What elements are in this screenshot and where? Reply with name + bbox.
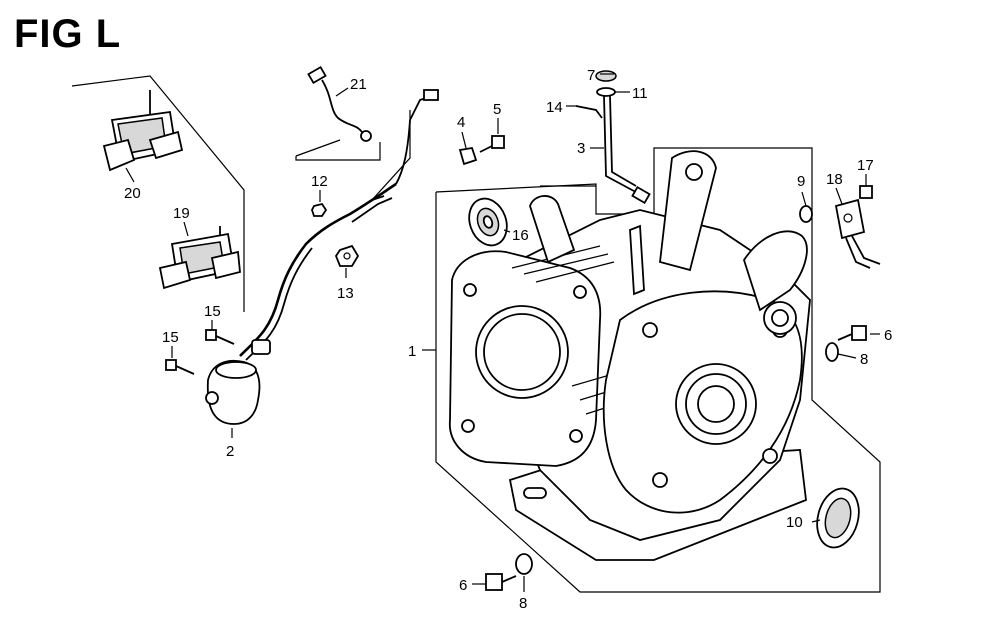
clamp-bolt xyxy=(479,135,505,153)
callout-20: 20 xyxy=(124,185,141,202)
oil-sensor xyxy=(205,89,439,425)
callout-3: 3 xyxy=(577,140,585,157)
callout-4: 4 xyxy=(457,114,465,131)
callout-17: 17 xyxy=(857,157,874,174)
callout-21: 21 xyxy=(350,76,367,93)
bolt-sensor-upper xyxy=(205,329,235,345)
engine-mount-lower xyxy=(158,226,241,290)
nut-flange xyxy=(334,244,360,267)
washer-right xyxy=(825,342,839,362)
bolt-right xyxy=(837,325,867,341)
wire-harness xyxy=(307,65,372,142)
plug xyxy=(799,205,813,223)
dipstick xyxy=(603,95,651,205)
crankcase xyxy=(449,150,811,561)
sensor-bracket xyxy=(834,198,881,269)
callout-8-bottom: 8 xyxy=(519,595,527,612)
callout-6-bottom: 6 xyxy=(459,577,467,594)
callout-19: 19 xyxy=(173,205,190,222)
bearing xyxy=(468,197,508,247)
callout-2: 2 xyxy=(226,443,234,460)
callout-13: 13 xyxy=(337,285,354,302)
dipstick-o-ring xyxy=(596,87,616,97)
wire-clamp xyxy=(458,146,478,166)
leader-lines xyxy=(125,73,880,592)
callout-7: 7 xyxy=(587,67,595,84)
callout-14: 14 xyxy=(546,99,563,116)
washer-bottom xyxy=(515,553,533,575)
engine-mount-upper xyxy=(102,90,184,172)
callout-5: 5 xyxy=(493,101,501,118)
callout-10: 10 xyxy=(786,514,803,531)
dipstick-clip xyxy=(575,105,603,119)
callout-labels: 1 2 3 4 5 6 6 7 8 8 9 10 11 12 13 14 15 … xyxy=(124,67,892,612)
callout-15-upper: 15 xyxy=(204,303,221,320)
bolt-sensor-lower xyxy=(165,359,195,375)
dipstick-cap xyxy=(595,70,617,82)
figure-title: FIG L xyxy=(14,12,122,56)
nut-small xyxy=(311,202,328,217)
group-brackets xyxy=(71,75,881,593)
bracket-bolt xyxy=(859,185,873,199)
callout-18: 18 xyxy=(826,171,843,188)
callout-8-right: 8 xyxy=(860,351,868,368)
callout-15-lower: 15 xyxy=(162,329,179,346)
callout-11: 11 xyxy=(632,85,648,102)
callout-1: 1 xyxy=(408,343,416,360)
callout-12: 12 xyxy=(311,173,328,190)
bolt-bottom xyxy=(485,573,517,591)
callout-16: 16 xyxy=(512,227,529,244)
callout-6-right: 6 xyxy=(884,327,892,344)
oil-seal xyxy=(816,487,860,549)
callout-9: 9 xyxy=(797,173,805,190)
